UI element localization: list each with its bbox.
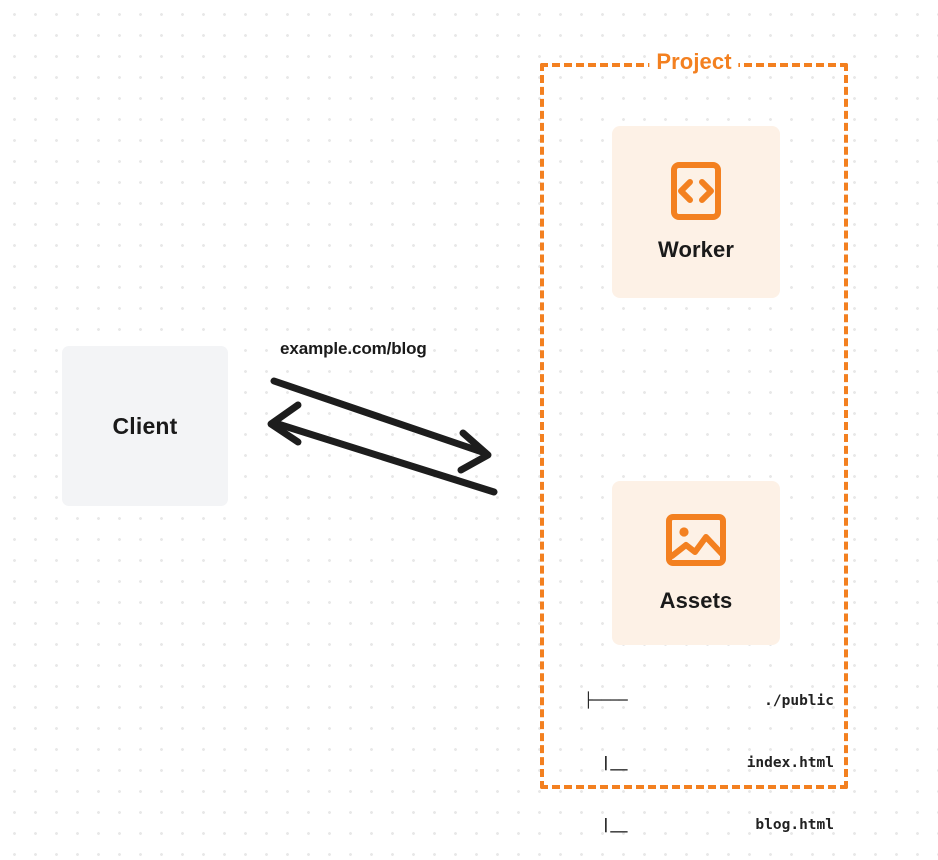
file-tree-row: |__ blog.html bbox=[584, 815, 834, 836]
file-tree-row: |__ index.html bbox=[584, 753, 834, 774]
assets-label: Assets bbox=[659, 587, 733, 613]
tree-item-name: blog.html bbox=[755, 817, 834, 834]
tree-item-name: ./public bbox=[764, 692, 834, 709]
assets-file-tree: ├──── ./public |__ index.html |__ blog.h… bbox=[584, 649, 834, 860]
tree-branch-glyph: |__ bbox=[584, 817, 628, 834]
worker-label: Worker bbox=[658, 237, 734, 262]
tree-item-name: index.html bbox=[746, 754, 834, 771]
client-node[interactable]: Client bbox=[62, 346, 228, 506]
file-tree-row: ├──── ./public bbox=[584, 691, 834, 712]
response-arrow-icon bbox=[267, 401, 498, 496]
client-label: Client bbox=[112, 412, 178, 439]
request-arrow-icon bbox=[270, 377, 492, 474]
project-group: Project Worker Assets ├──── ./public bbox=[540, 48, 848, 833]
tree-branch-glyph: ├──── bbox=[584, 692, 628, 709]
code-brackets-icon bbox=[671, 162, 721, 220]
project-title: Project bbox=[649, 48, 739, 76]
image-icon bbox=[666, 513, 726, 566]
assets-node[interactable]: Assets bbox=[612, 481, 780, 645]
worker-node[interactable]: Worker bbox=[612, 126, 780, 298]
tree-branch-glyph: |__ bbox=[584, 754, 628, 771]
connector-url-label: example.com/blog bbox=[280, 339, 427, 358]
